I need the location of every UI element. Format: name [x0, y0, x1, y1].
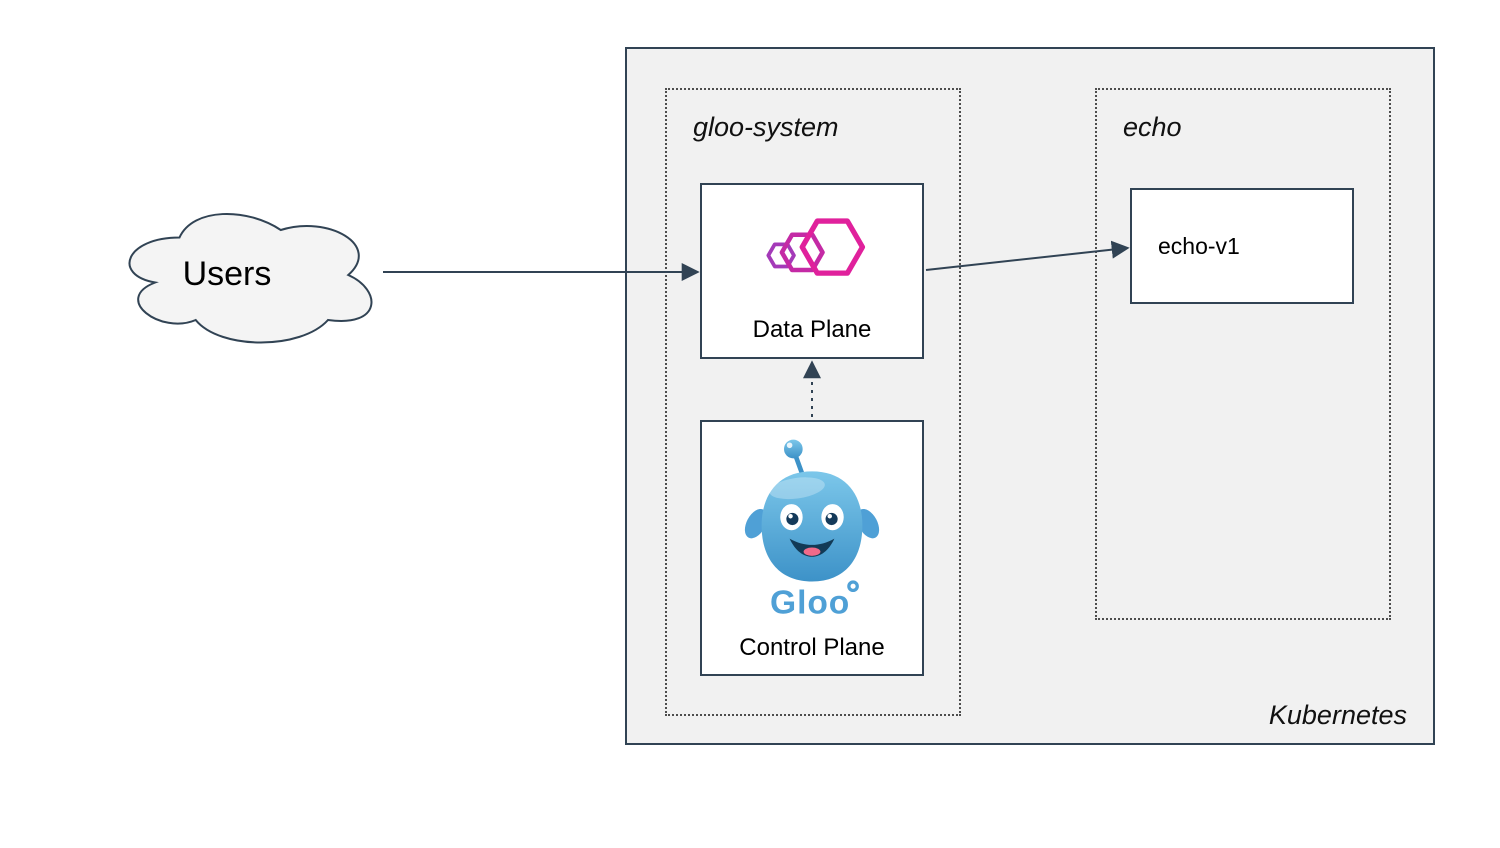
users-label: Users: [183, 255, 272, 293]
echo-label: echo: [1123, 112, 1182, 142]
control-plane-label: Control Plane: [739, 634, 885, 661]
kubernetes-label: Kubernetes: [1268, 700, 1407, 730]
control-plane-node: Gloo Control Plane: [700, 420, 924, 676]
users-cloud: [128, 213, 373, 344]
gloo-wordmark: Gloo: [770, 584, 850, 621]
echo-v1-label: echo-v1: [1158, 232, 1240, 259]
gloo-system-label: gloo-system: [693, 112, 839, 142]
gloo-mascot-icon: Gloo: [744, 439, 880, 621]
gloo-gateway-hexagons-icon: [766, 218, 866, 276]
data-plane-node: Data Plane: [700, 183, 924, 359]
namespace-echo: echo: [1095, 88, 1391, 620]
data-plane-label: Data Plane: [752, 316, 872, 343]
echo-v1-node: echo-v1: [1130, 188, 1354, 304]
namespace-gloo-system: gloo-system: [665, 88, 961, 716]
